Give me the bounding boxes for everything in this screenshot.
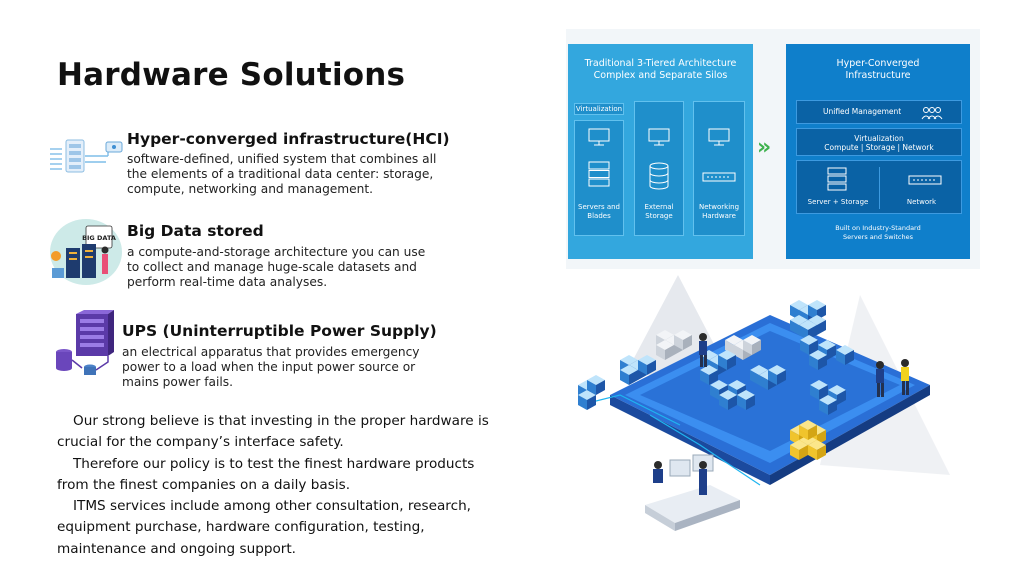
server-rack-icon [588,161,610,187]
double-chevron-icon: » [757,135,771,160]
feature-title: UPS (Uninterruptible Power Supply) [122,322,437,340]
feature-title: Hyper-converged infrastructure(HCI) [127,130,450,148]
ups-power-icon [56,310,114,375]
switch-icon [908,175,942,185]
network-label: Network [906,198,937,206]
column-label: External Storage [644,203,674,220]
hci-panel: Hyper-Converged Infrastructure Unified M… [786,44,970,259]
paragraph-line: ITMS services include among other consul… [57,498,472,557]
desk-workstation [645,454,740,531]
feature-title: Big Data stored [127,222,264,240]
feature-description: software-defined, unified system that co… [127,152,437,196]
monitor-icon [708,128,730,146]
server-rack-icon [827,167,847,191]
virtualization-label: Virtualization [574,103,624,115]
database-icon [649,162,669,190]
person-figure [876,361,884,397]
column-label: Networking Hardware [698,203,740,220]
policy-paragraph: Our strong believe is that investing in … [57,411,497,560]
networking-column: Networking Hardware [693,101,745,236]
monitor-icon [648,128,670,146]
compute-row: Server + Storage Network [796,160,962,214]
panel-footer: Built on Industry-Standard Servers and S… [835,224,921,241]
monitor-icon [588,128,610,146]
divider [879,167,880,209]
servers-column: Servers and Blades [574,120,624,236]
panel-title: Traditional 3-Tiered Architecture Comple… [584,58,737,81]
switch-icon [702,172,736,182]
traditional-architecture-panel: Traditional 3-Tiered Architecture Comple… [568,44,753,259]
users-icon [921,107,943,120]
panel-title: Hyper-Converged Infrastructure [836,58,920,81]
person-figure [901,359,909,395]
data-center-isometric-illustration [578,275,950,531]
hci-server-icon [50,139,123,173]
servers-storage-label: Server + Storage [807,198,869,206]
storage-column: External Storage [634,101,684,236]
unified-management-row: Unified Management [796,100,962,124]
paragraph-line: Our strong believe is that investing in … [57,413,489,451]
person-figure [699,333,707,367]
feature-description: an electrical apparatus that provides em… [122,345,420,389]
column-label: Servers and Blades [578,203,620,220]
page-title: Hardware Solutions [57,57,406,93]
paragraph-line: Therefore our policy is to test the fine… [57,455,475,493]
big-data-icon-label: BIG DATA [82,234,116,242]
big-data-icon: BIG DATA [50,219,122,285]
virtualization-row: Virtualization Compute | Storage | Netwo… [796,128,962,156]
feature-description: a compute-and-storage architecture you c… [127,245,426,289]
